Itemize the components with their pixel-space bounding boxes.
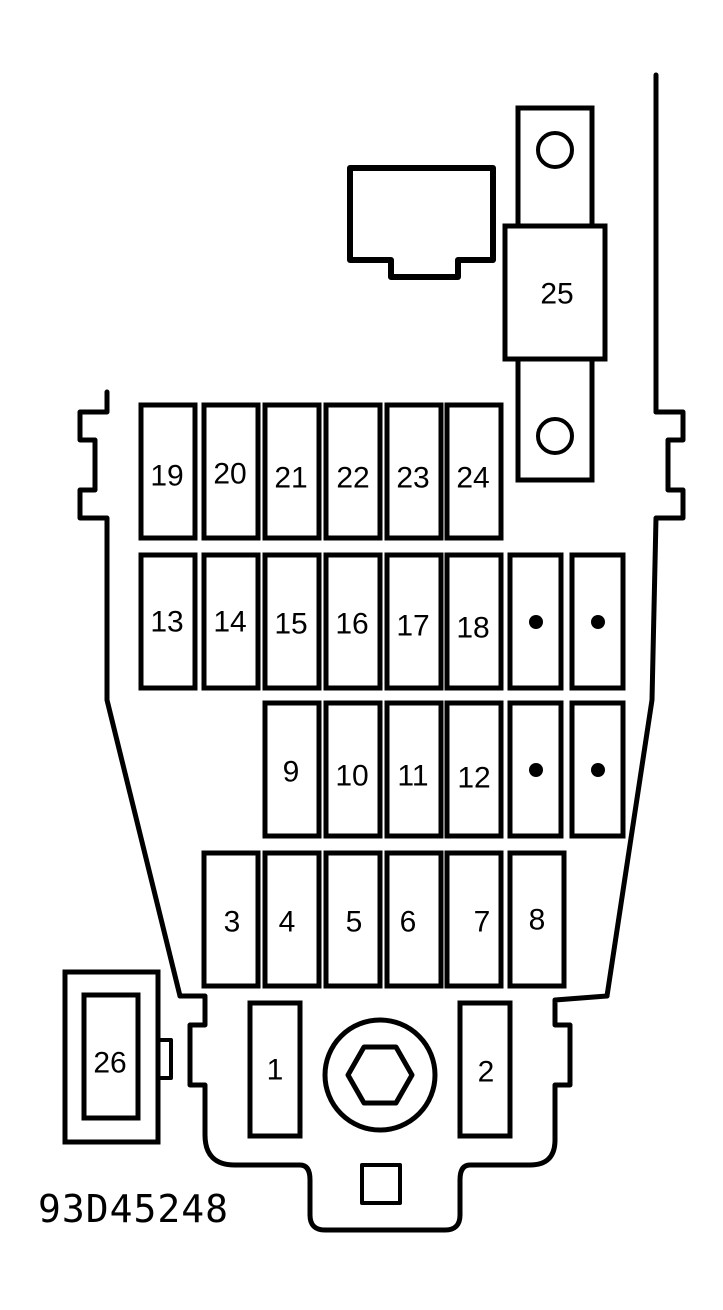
fuse-slot-19 <box>138 402 198 541</box>
fuse-slot-18 <box>444 552 504 691</box>
fuse-labels: 19 20 21 22 23 24 13 14 15 16 17 18 9 10… <box>93 278 573 1089</box>
fuse-label-26: 26 <box>93 1047 126 1080</box>
fuse-slot-4 <box>262 850 322 989</box>
spare-slot-dot-2 <box>591 615 605 629</box>
fuse-label-2: 2 <box>478 1056 495 1089</box>
fuse-slot-12 <box>444 700 504 839</box>
fuse-label-13: 13 <box>150 606 183 639</box>
fuse-slot-8 <box>507 850 567 989</box>
fuse-label-15: 15 <box>274 608 307 641</box>
fuse-26-housing <box>62 969 173 1145</box>
fuse-slot-21 <box>262 402 322 541</box>
spare-fuse-slots <box>507 552 626 839</box>
fuse-slot-7 <box>444 850 504 989</box>
fuse-label-3: 3 <box>224 906 241 939</box>
main-fuse-25 <box>502 105 608 483</box>
fuse-slot-13 <box>138 552 198 691</box>
panel-outline <box>77 72 686 1233</box>
fuse-label-8: 8 <box>529 904 546 937</box>
fuse-label-19: 19 <box>150 460 183 493</box>
fuse-label-12: 12 <box>457 762 490 795</box>
spare-slot-dot-3 <box>529 763 543 777</box>
fuse-label-24: 24 <box>456 462 489 495</box>
fuse-slot-11 <box>384 700 444 839</box>
fuse-slot-20 <box>201 402 261 541</box>
fuse-slot-24 <box>444 402 504 541</box>
fuse-label-16: 16 <box>335 608 368 641</box>
fuse-slot-9 <box>262 700 322 839</box>
center-bolt <box>322 1017 438 1133</box>
fuse-label-9: 9 <box>283 756 300 789</box>
fuse-label-25: 25 <box>540 278 573 311</box>
base-tab <box>360 1163 402 1205</box>
fuse-label-1: 1 <box>267 1054 284 1087</box>
fuse-slot-17 <box>384 552 444 691</box>
fuse-slot-5 <box>323 850 383 989</box>
fuse-label-4: 4 <box>279 906 296 939</box>
fuse-slot-16 <box>323 552 383 691</box>
fuse-slot-3 <box>201 850 261 989</box>
fuse-slot-14 <box>201 552 261 691</box>
fuse-slot-23 <box>384 402 444 541</box>
fuse-slot-6 <box>384 850 444 989</box>
fuse-label-5: 5 <box>346 906 363 939</box>
fuse-slot-15 <box>262 552 322 691</box>
fuse-label-7: 7 <box>474 906 491 939</box>
fuse-slot-22 <box>323 402 383 541</box>
fuse-label-11: 11 <box>397 760 428 793</box>
fuse-label-20: 20 <box>213 458 246 491</box>
fuse-slots <box>138 402 567 1139</box>
spare-slot-dot-4 <box>591 763 605 777</box>
relay-socket <box>347 165 496 280</box>
bolt-hole-bottom <box>536 417 574 455</box>
fuse-label-23: 23 <box>396 462 429 495</box>
fuse-slot-10 <box>323 700 383 839</box>
fuse-slot-1 <box>247 1000 303 1139</box>
fuse-label-10: 10 <box>335 760 368 793</box>
fuse-slot-2 <box>457 1000 513 1139</box>
fuse-label-6: 6 <box>400 906 417 939</box>
fuse-label-14: 14 <box>213 606 246 639</box>
fuse-label-22: 22 <box>336 462 369 495</box>
fuse-label-21: 21 <box>274 462 307 495</box>
fuse-label-18: 18 <box>456 612 489 645</box>
bolt-hole-top <box>536 131 574 169</box>
spare-slot-dot-1 <box>529 615 543 629</box>
figure-code: 93D45248 <box>38 1187 229 1231</box>
fuse-label-17: 17 <box>396 610 429 643</box>
